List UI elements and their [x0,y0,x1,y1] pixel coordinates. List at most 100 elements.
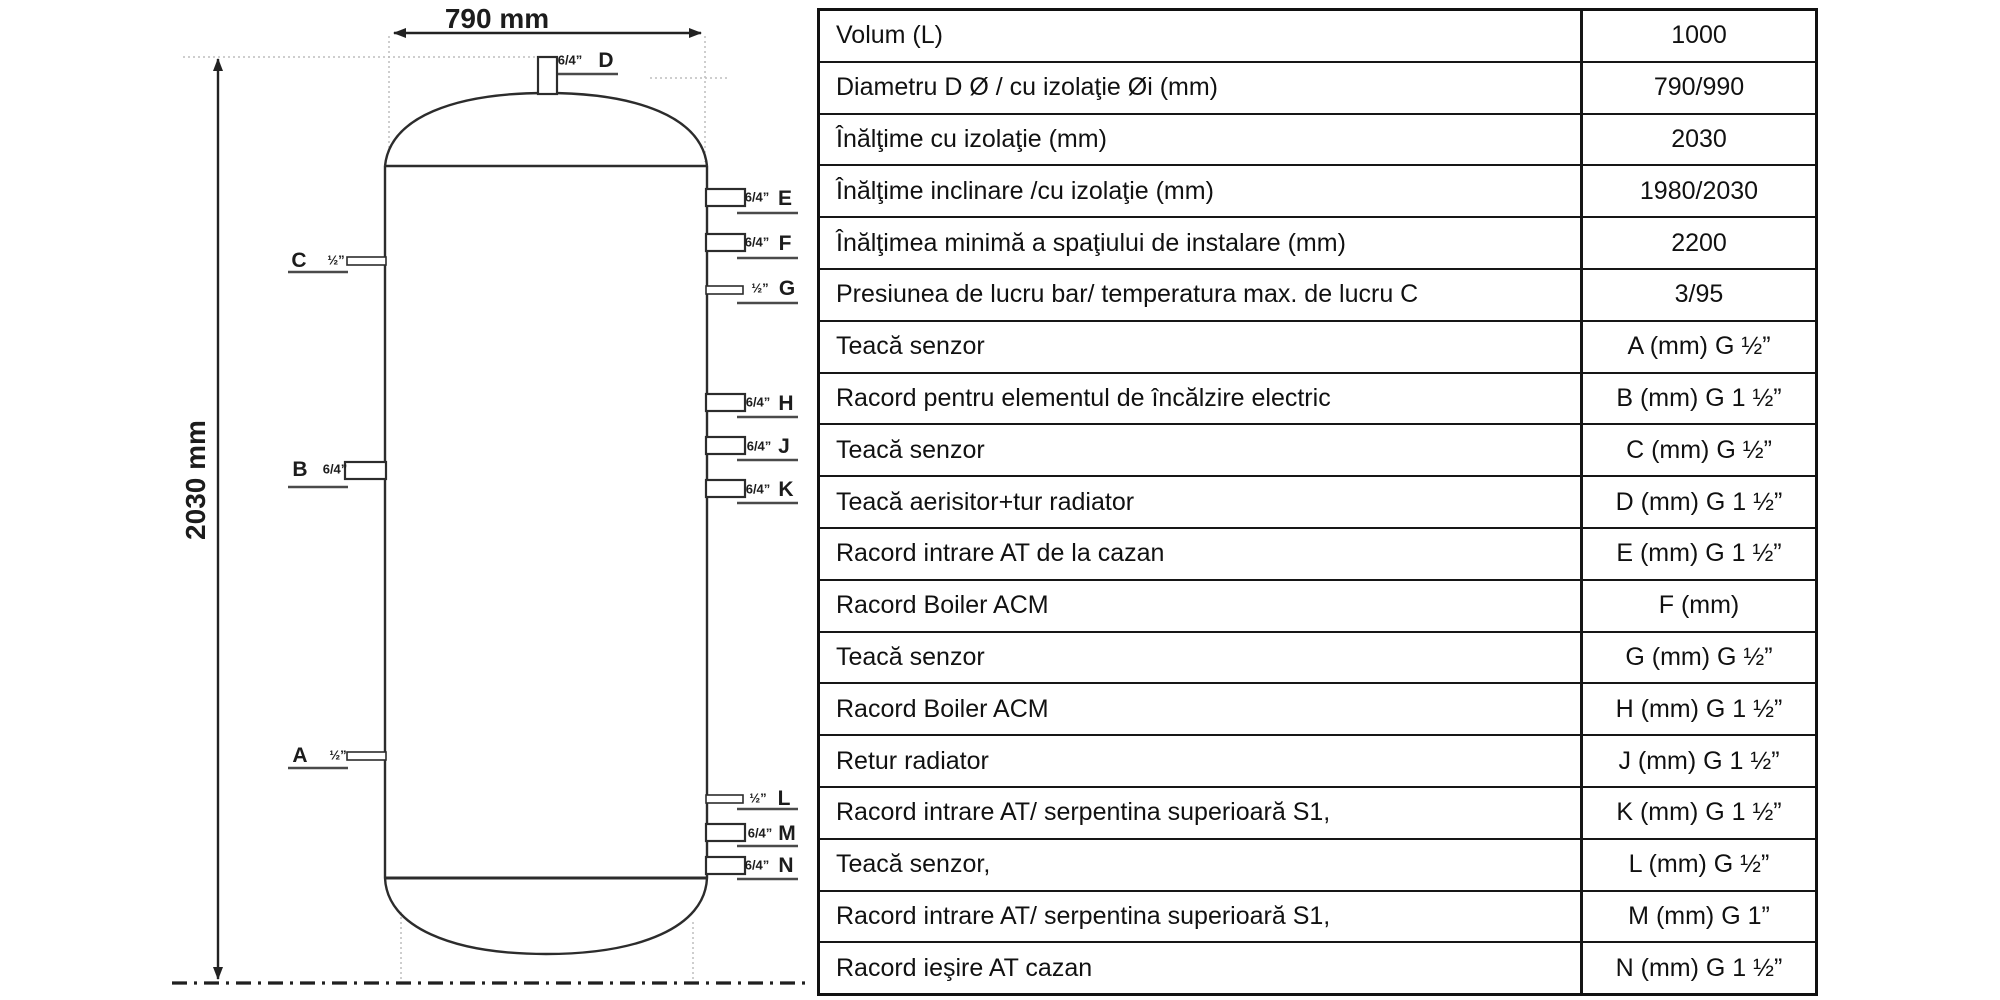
table-row: Înălţime cu izolaţie (mm) 2030 [820,114,1815,167]
table-row: Teacă senzor A (mm) G ½” [820,321,1815,374]
table-row: Racord ieşire AT cazan N (mm) G 1 ½” [820,943,1815,994]
fitting-size-b: 6/4” [322,461,348,477]
table-row: Diametru D Ø / cu izolaţie Øi (mm) 790/99… [820,62,1815,115]
height-dim-label: 2030 mm [180,420,211,540]
fitting-letter-c: C [291,249,307,272]
spec-label: Teacă senzor [820,632,1583,683]
table-row: Teacă aerisitor+tur radiator D (mm) G 1 ½… [820,477,1815,529]
spec-value: D (mm) G 1 ½” [1615,487,1783,516]
fitting-size-f: 6/4” [744,234,770,250]
fitting-letter-a: A [292,744,308,767]
fitting-l [705,794,744,804]
fittings [343,55,747,876]
table-row: Racord intrare AT/ serpentina superioară… [820,891,1815,944]
fitting-letter-n: N [778,854,794,877]
spec-value: A (mm) G ½” [1627,332,1771,361]
spec-label: Teacă senzor [820,425,1583,476]
fitting-letter-h: H [778,392,794,415]
table-row: Teacă senzor, L (mm) G ½” [820,839,1815,892]
spec-label: Racord pentru elementul de încălzire ele… [820,373,1583,424]
spec-table: Volum (L) 1000 Diametru D Ø / cu izolaţie… [817,8,1818,996]
fitting-letter-e: E [777,187,793,210]
fitting-size-a: ½” [329,747,347,763]
spec-value: J (mm) G 1 ½” [1618,746,1780,775]
fitting-size-m: 6/4” [747,825,773,841]
fitting-letter-j: J [778,435,790,458]
spec-value: 2200 [1671,228,1727,257]
spec-value: H (mm) G 1 ½” [1615,694,1783,723]
tank-top-dome [383,91,709,167]
spec-label: Racord intrare AT/ serpentina superioară… [820,787,1583,838]
spec-value: M (mm) G 1” [1628,901,1770,930]
spec-value: 790/990 [1653,73,1745,102]
spec-value: 2030 [1671,124,1727,153]
spec-value: L (mm) G ½” [1628,850,1770,879]
fitting-m [704,822,747,843]
spec-label: Teacă senzor [820,321,1583,372]
fitting-letter-d: D [598,49,614,72]
spec-value: C (mm) G ½” [1626,435,1772,464]
fitting-k [704,478,747,499]
fitting-letter-f: F [778,232,792,255]
fitting-c [346,256,387,266]
fitting-f [704,232,747,253]
fitting-letter-b: B [292,458,308,481]
table-row: Înălţimea minimă a spaţiului de instalar… [820,218,1815,270]
fitting-n [704,855,747,876]
table-row: Racord pentru elementul de încălzire ele… [820,373,1815,426]
spec-value: F (mm) [1658,591,1740,620]
fitting-size-l: ½” [749,790,767,806]
fitting-letter-g: G [778,277,796,300]
tank-outline [383,91,709,956]
spec-value: 3/95 [1674,280,1724,309]
fitting-size-j: 6/4” [746,438,772,454]
table-row: Volum (L) 1000 [820,11,1815,63]
spec-label: Volum (L) [820,11,1583,61]
spec-label: Racord intrare AT/ serpentina superioară… [820,891,1583,942]
fitting-size-c: ½” [327,252,345,268]
spec-label: Înălţimea minimă a spaţiului de instalar… [820,218,1583,268]
spec-label: Înălţime inclinare /cu izolaţie (mm) [820,166,1583,217]
dimension-lines [213,28,702,980]
spec-value: G (mm) G ½” [1625,642,1773,671]
spec-label: Teacă senzor, [820,839,1583,890]
fitting-size-d: 6/4” [557,52,583,68]
spec-label: Racord intrare AT de la cazan [820,528,1583,579]
spec-label: Teacă aerisitor+tur radiator [820,477,1583,527]
fitting-e [704,187,747,208]
fitting-h [704,392,747,413]
label-underlines [288,72,798,881]
spec-value: 1000 [1671,21,1727,50]
extension-lines [183,36,728,981]
spec-label: Diametru D Ø / cu izolaţie Øi (mm) [820,62,1583,113]
spec-label: Retur radiator [820,736,1583,786]
fitting-size-g: ½” [751,280,769,296]
spec-label: Racord ieşire AT cazan [820,943,1583,994]
fitting-j [704,435,747,456]
tank-bottom-dome [383,877,709,956]
table-row: Înălţime inclinare /cu izolaţie (mm) 1980… [820,166,1815,219]
spec-label: Presiunea de lucru bar/ temperatura max.… [820,269,1583,320]
fitting-size-k: 6/4” [745,481,771,497]
spec-value: N (mm) G 1 ½” [1615,953,1783,982]
fitting-size-n: 6/4” [744,857,770,873]
fitting-b [343,460,388,481]
fitting-size-e: 6/4” [744,189,770,205]
table-row: Presiunea de lucru bar/ temperatura max.… [820,269,1815,322]
spec-label: Înălţime cu izolaţie (mm) [820,114,1583,165]
table-row: Retur radiator J (mm) G 1 ½” [820,736,1815,788]
table-row: Teacă senzor G (mm) G ½” [820,632,1815,685]
width-dim-label: 790 mm [444,3,550,34]
fitting-g [705,285,744,295]
fitting-letter-k: K [778,478,794,501]
fitting-size-h: 6/4” [745,394,771,410]
table-row: Racord intrare AT/ serpentina superioară… [820,787,1815,840]
spec-value: 1980/2030 [1639,176,1759,205]
fitting-letter-m: M [778,822,796,845]
table-row: Teacă senzor C (mm) G ½” [820,425,1815,478]
spec-value: B (mm) G 1 ½” [1616,383,1782,412]
